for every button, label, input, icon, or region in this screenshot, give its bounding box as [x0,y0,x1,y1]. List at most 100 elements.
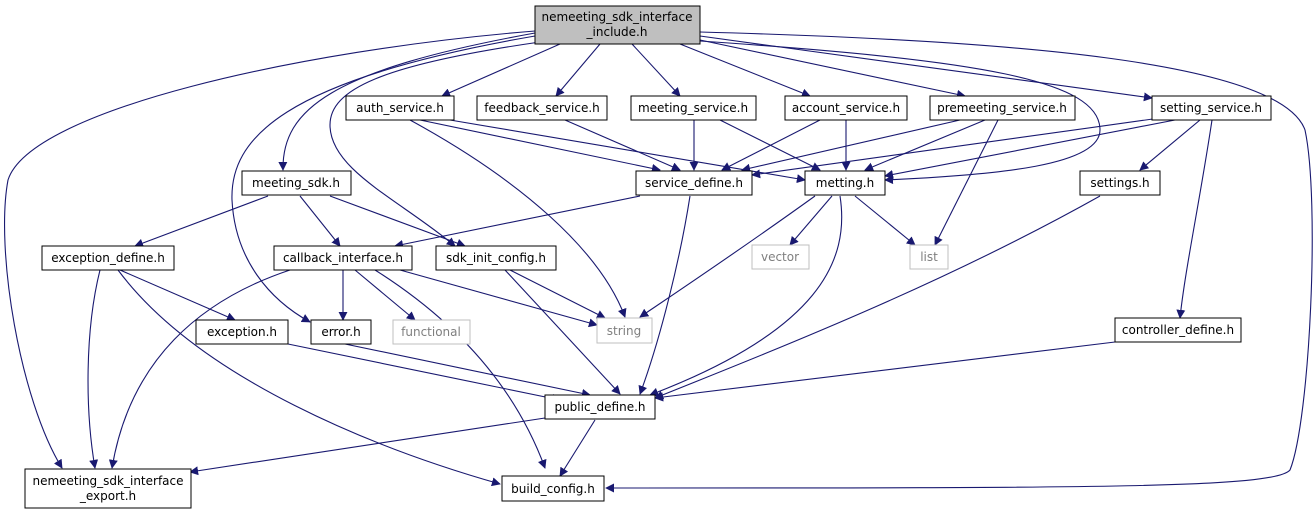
node-list: list [909,244,949,270]
node-exception-define[interactable]: exception_define.h [41,245,175,271]
edge-metting-to-public-define [649,195,843,397]
edge-public-define-to-export [189,417,546,476]
node-settings[interactable]: settings.h [1079,170,1161,196]
edge-callback-to-build-config [374,269,547,469]
node-box [544,394,656,420]
edge-controller-define-to-public-define [654,341,1116,402]
edge-meeting-sdk-to-sdk-init-config [329,195,466,248]
node-label: feedback_service.h [484,101,600,115]
node-public-define[interactable]: public_define.h [544,394,656,420]
edge-metting-to-string [639,195,816,318]
node-box [630,95,757,121]
edge-service-define-to-callback-interface [394,195,641,249]
node-string: string [596,317,653,344]
node-label: settings.h [1090,176,1149,190]
edge-sdk-init-config-to-string [509,269,606,319]
node-box [41,245,175,271]
edge-metting-to-list [854,195,916,246]
node-export[interactable]: nemeeting_sdk_interface _export.h [24,468,192,509]
edge-public-define-to-build-config [559,419,596,477]
node-label: exception_define.h [51,251,165,265]
edge-exception-define-to-export [87,269,101,469]
node-build-config[interactable]: build_config.h [501,475,605,502]
node-setting-service[interactable]: setting_service.h [1151,95,1272,121]
node-error[interactable]: error.h [310,319,372,345]
edge-meeting-sdk-to-exception-define [134,195,269,248]
node-root-label-line1: nemeeting_sdk_interface [541,10,692,24]
edge-feedback-to-service-define [564,119,681,171]
edge-premeeting-to-service-define [741,119,961,173]
node-label: callback_interface.h [283,251,403,265]
edge-service-define-to-public-define [638,195,691,395]
node-label: meeting_service.h [638,101,748,115]
edge-root-to-premeeting-service [699,39,966,99]
node-metting[interactable]: metting.h [804,170,886,196]
node-exception[interactable]: exception.h [195,319,289,345]
edge-setting-service-to-settings [1139,119,1201,171]
node-meeting-sdk[interactable]: meeting_sdk.h [241,170,352,196]
node-label: sdk_init_config.h [446,251,546,265]
node-box [435,245,557,271]
node-box [24,468,192,509]
edge-root-to-export [4,30,536,469]
edge-metting-to-vector [789,195,833,246]
node-meeting-service[interactable]: meeting_service.h [630,95,757,121]
node-box [929,95,1076,121]
edge-meeting-sdk-to-callback-interface [299,195,341,247]
node-functional: functional [392,319,471,345]
node-label: public_define.h [554,400,645,414]
node-label: functional [401,325,461,339]
node-vector: vector [751,244,810,270]
edge-exception-define-to-exception [119,269,236,321]
edge-exception-define-to-build-config [117,269,501,487]
edge-callback-to-functional [354,269,416,321]
edge-setting-service-to-metting [884,119,1176,179]
node-box [345,95,455,121]
edge-root-to-feedback-service [555,43,601,97]
node-box [1151,95,1272,121]
node-root-header[interactable]: nemeeting_sdk_interface _include.h [534,5,701,45]
node-callback-interface[interactable]: callback_interface.h [273,245,413,271]
edge-auth-to-string [409,119,627,318]
node-label: error.h [321,325,360,339]
node-root-box [534,5,701,45]
edge-root-to-auth-service [441,43,561,97]
node-box [273,245,413,271]
edge-setting-service-to-service-define [751,117,1161,179]
node-label: premeeting_service.h [937,101,1067,115]
edge-root-to-account-service [679,43,811,98]
node-label: exception.h [207,325,277,339]
edge-sdk-init-config-to-public-define [504,269,621,395]
edge-callback-to-string [399,269,598,328]
node-label: meeting_sdk.h [252,176,340,190]
node-box [635,170,753,196]
node-label: controller_define.h [1122,323,1234,337]
node-sdk-init-config[interactable]: sdk_init_config.h [435,245,557,271]
node-box [784,95,908,121]
node-box [241,170,352,196]
node-export-label-line2: _export.h [79,489,136,503]
node-account-service[interactable]: account_service.h [784,95,908,121]
edge-premeeting-to-list [934,119,999,246]
node-box [909,244,949,270]
node-premeeting-service[interactable]: premeeting_service.h [929,95,1076,121]
node-label: list [920,250,938,264]
edge-callback-to-export [108,269,291,469]
node-box [195,319,289,345]
node-feedback-service[interactable]: feedback_service.h [476,95,608,121]
node-label: build_config.h [511,482,595,496]
edge-root-to-meeting-sdk [278,32,536,171]
node-auth-service[interactable]: auth_service.h [345,95,455,121]
edge-error-to-public-define [344,343,591,398]
edge-premeeting-to-metting [864,119,986,172]
node-label: auth_service.h [356,101,444,115]
node-controller-define[interactable]: controller_define.h [1114,317,1242,343]
edge-auth-to-service-define [419,119,661,173]
node-label: account_service.h [792,101,900,115]
node-box [751,244,810,270]
node-box [804,170,886,196]
edge-exception-to-public-define [287,343,561,403]
node-box [476,95,608,121]
node-service-define[interactable]: service_define.h [635,170,753,196]
node-label: string [607,324,641,338]
